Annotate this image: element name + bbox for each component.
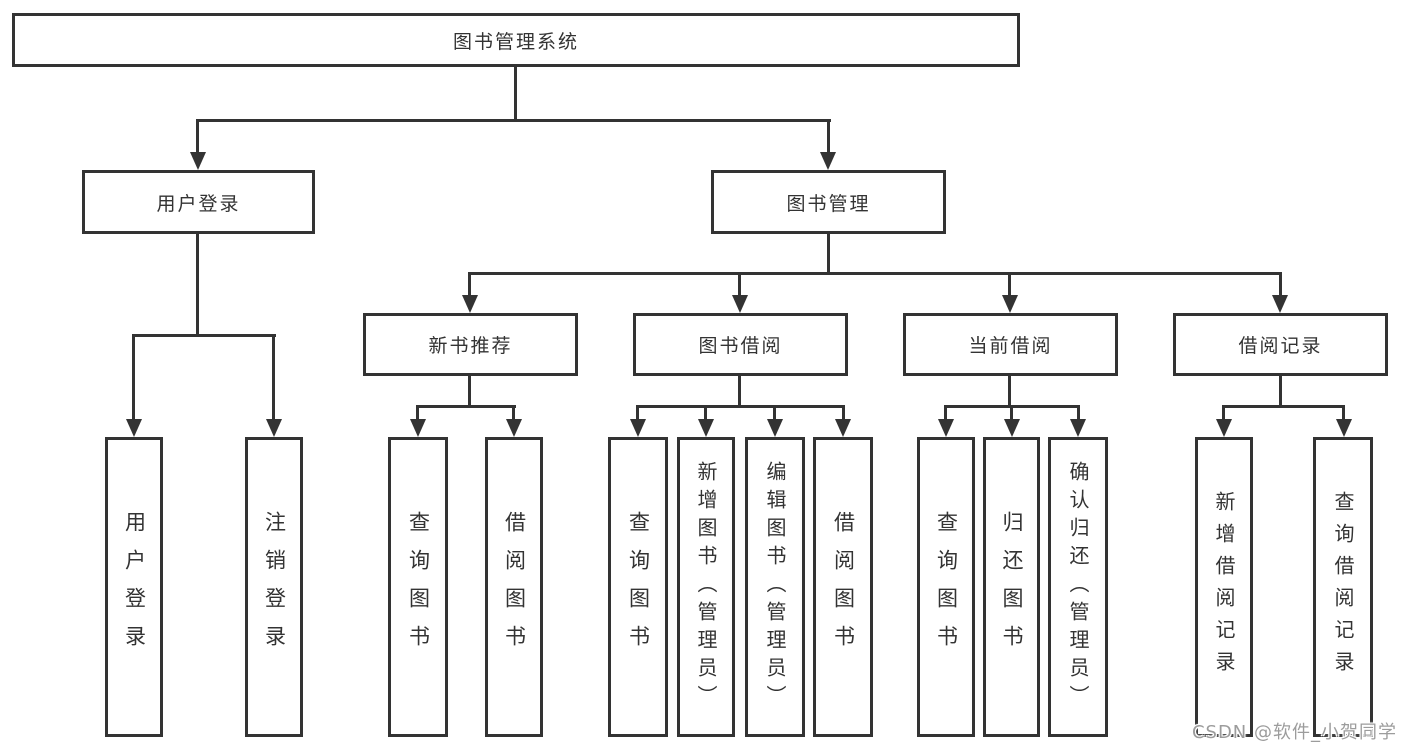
leaf-user-login: 用户登录 (105, 437, 163, 737)
connector-user-login-trunk (196, 233, 199, 337)
connector-borrow-records-trunk (1279, 375, 1282, 407)
connector-stem-user-login (196, 119, 199, 155)
leaf-edit-book-admin-label: 编辑图书（管理员） (763, 461, 787, 713)
arrowhead-confirm-return (1070, 419, 1086, 437)
leaf-logout-label: 注销登录 (262, 511, 287, 663)
arrowhead-borrow-records (1272, 295, 1288, 313)
node-book-management: 图书管理 (711, 170, 946, 234)
leaf-add-borrow-record-label: 新增借阅记录 (1212, 491, 1236, 683)
node-root: 图书管理系统 (12, 13, 1020, 67)
connector-stem-add-book (704, 405, 707, 422)
connector-branch-book-borrow (636, 405, 845, 408)
leaf-query-books-3: 查询图书 (917, 437, 975, 737)
connector-stem-book-borrow (738, 272, 741, 299)
leaf-edit-book-admin: 编辑图书（管理员） (745, 437, 805, 737)
leaf-borrow-books-1: 借阅图书 (485, 437, 543, 737)
arrowhead-query2 (630, 419, 646, 437)
connector-stem-confirm-return (1077, 405, 1080, 422)
connector-stem-add-record (1222, 405, 1225, 422)
connector-stem-book-management (827, 119, 830, 155)
connector-stem-edit-book (773, 405, 776, 422)
leaf-return-book: 归还图书 (983, 437, 1040, 737)
node-new-book-recommend: 新书推荐 (363, 313, 578, 376)
arrowhead-book-borrow (732, 295, 748, 313)
arrowhead-borrow1 (506, 419, 522, 437)
node-root-label: 图书管理系统 (452, 30, 579, 53)
arrowhead-edit-book (767, 419, 783, 437)
leaf-return-book-label: 归还图书 (1000, 511, 1024, 663)
arrowhead-leaf-logout (266, 419, 282, 437)
connector-branch-new-book (416, 405, 516, 408)
leaf-add-book-admin: 新增图书（管理员） (677, 437, 735, 737)
connector-branch-user-login (132, 334, 276, 337)
arrowhead-query-record (1336, 419, 1352, 437)
leaf-confirm-return-admin-label: 确认归还（管理员） (1066, 461, 1090, 713)
connector-root-stem (514, 66, 517, 122)
arrowhead-user-login (190, 152, 206, 170)
connector-new-book-trunk (468, 375, 471, 407)
leaf-confirm-return-admin: 确认归还（管理员） (1048, 437, 1108, 737)
node-current-borrow-label: 当前借阅 (968, 335, 1053, 357)
connector-stem-leaf-user-login (132, 334, 135, 422)
node-borrow-records: 借阅记录 (1173, 313, 1388, 376)
leaf-query-borrow-record-label: 查询借阅记录 (1331, 491, 1355, 683)
arrowhead-add-book (698, 419, 714, 437)
node-book-borrow-label: 图书借阅 (698, 335, 783, 357)
connector-stem-query3 (944, 405, 947, 422)
arrowhead-leaf-user-login (126, 419, 142, 437)
connector-stem-borrow1 (512, 405, 515, 422)
node-book-management-label: 图书管理 (786, 192, 871, 215)
node-borrow-records-label: 借阅记录 (1238, 335, 1323, 357)
leaf-query-books-1: 查询图书 (388, 437, 448, 737)
connector-stem-borrow2 (842, 405, 845, 422)
connector-stem-query1 (416, 405, 419, 422)
connector-stem-query2 (636, 405, 639, 422)
node-user-login: 用户登录 (82, 170, 315, 234)
connector-stem-current-borrow (1008, 272, 1011, 299)
connector-stem-new-book (468, 272, 471, 299)
leaf-user-login-label: 用户登录 (122, 511, 147, 663)
leaf-logout: 注销登录 (245, 437, 303, 737)
connector-book-borrow-trunk (738, 375, 741, 407)
arrowhead-borrow2 (835, 419, 851, 437)
leaf-borrow-books-2: 借阅图书 (813, 437, 873, 737)
arrowhead-query1 (410, 419, 426, 437)
leaf-query-books-2-label: 查询图书 (626, 511, 651, 663)
leaf-query-books-1-label: 查询图书 (406, 511, 431, 663)
node-user-login-label: 用户登录 (156, 192, 241, 215)
arrowhead-query3 (938, 419, 954, 437)
connector-stem-borrow-records (1279, 272, 1282, 299)
watermark: CSDN @软件_小贺同学 (1191, 722, 1397, 743)
leaf-add-book-admin-label: 新增图书（管理员） (694, 461, 718, 713)
arrowhead-return-book (1004, 419, 1020, 437)
node-book-borrow: 图书借阅 (633, 313, 848, 376)
connector-book-management-trunk (827, 233, 830, 275)
connector-branch-level3 (468, 272, 1282, 275)
leaf-query-books-2: 查询图书 (608, 437, 668, 737)
arrowhead-current-borrow (1002, 295, 1018, 313)
leaf-borrow-books-2-label: 借阅图书 (831, 511, 856, 663)
connector-stem-return-book (1010, 405, 1013, 422)
connector-stem-query-record (1342, 405, 1345, 422)
node-new-book-recommend-label: 新书推荐 (428, 335, 513, 357)
arrowhead-add-record (1216, 419, 1232, 437)
connector-current-borrow-trunk (1008, 375, 1011, 407)
leaf-add-borrow-record: 新增借阅记录 (1195, 437, 1253, 737)
leaf-query-borrow-record: 查询借阅记录 (1313, 437, 1373, 737)
connector-stem-leaf-logout (272, 334, 275, 422)
leaf-query-books-3-label: 查询图书 (934, 511, 959, 663)
arrowhead-book-management (820, 152, 836, 170)
arrowhead-new-book (462, 295, 478, 313)
connector-branch-level2 (196, 119, 831, 122)
leaf-borrow-books-1-label: 借阅图书 (502, 511, 527, 663)
node-current-borrow: 当前借阅 (903, 313, 1118, 376)
connector-branch-borrow-records (1222, 405, 1345, 408)
